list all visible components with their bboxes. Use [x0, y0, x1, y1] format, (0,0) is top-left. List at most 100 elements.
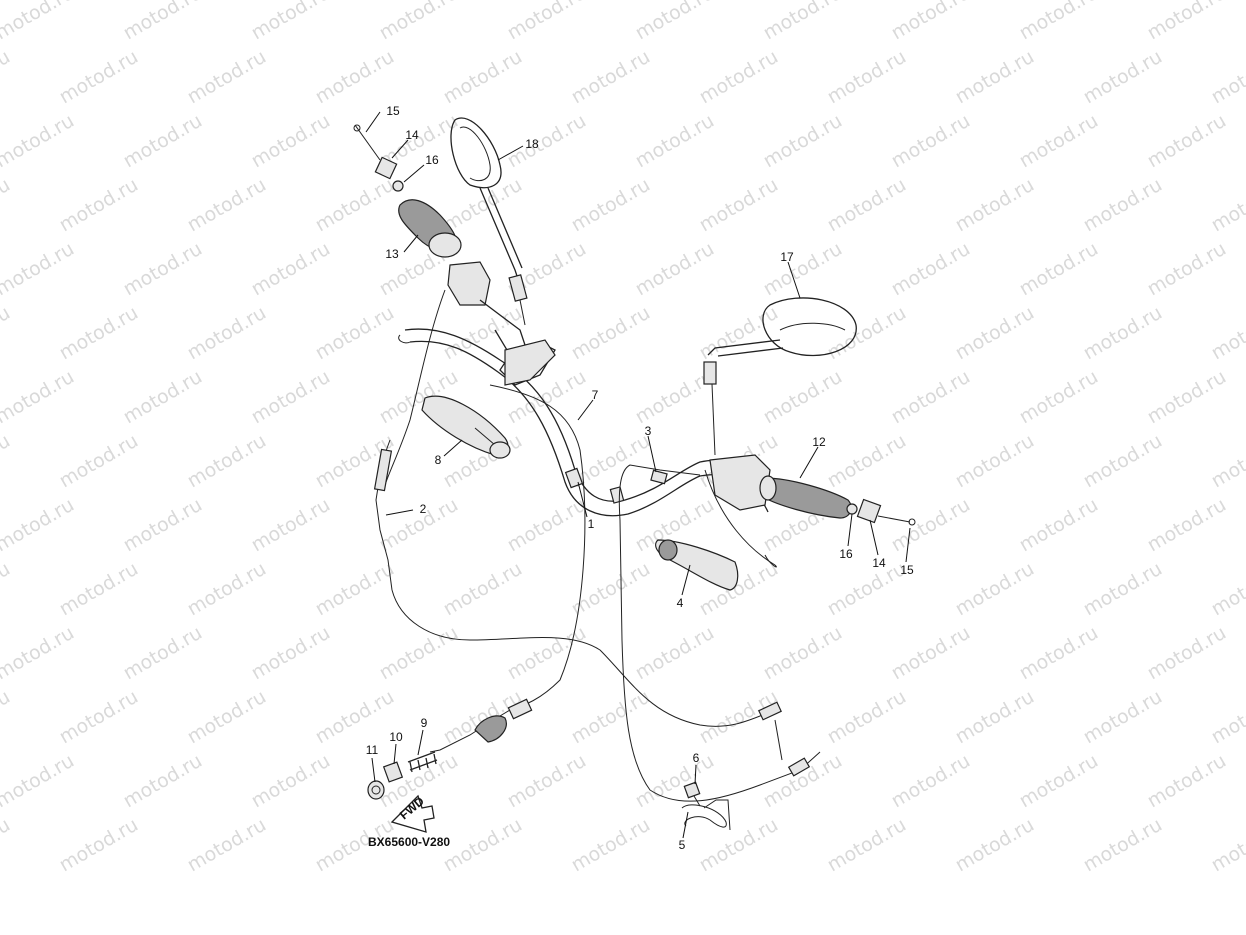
watermark-text: motod.ru: [120, 366, 206, 429]
drawing-code: BX65600-V280: [368, 835, 450, 849]
watermark-text: motod.ru: [440, 174, 526, 237]
watermark-text: motod.ru: [1016, 238, 1102, 301]
callout-11: 11: [366, 743, 379, 757]
brake-lever: [655, 539, 739, 591]
watermark-text: motod.ru: [312, 302, 398, 365]
watermark-text: motod.ru: [56, 430, 142, 493]
watermark-text: motod.ru: [888, 622, 974, 685]
watermark-text: motod.ru: [312, 46, 398, 109]
watermark-text: motod.ru: [0, 750, 78, 813]
watermark-text: motod.ru: [184, 430, 270, 493]
watermark-text: motod.ru: [1208, 686, 1246, 749]
watermark-text: motod.ru: [184, 302, 270, 365]
watermark-text: motod.ru: [120, 0, 206, 44]
watermark-text: motod.ru: [376, 622, 462, 685]
watermark-text: motod.ru: [312, 174, 398, 237]
watermark-text: motod.ru: [1144, 750, 1230, 813]
watermark-text: motod.ru: [120, 494, 206, 557]
watermark-text: motod.ru: [1208, 558, 1246, 621]
watermark-text: motod.ru: [56, 686, 142, 749]
watermark-text: motod.ru: [824, 686, 910, 749]
watermark-text: motod.ru: [952, 46, 1038, 109]
watermark-text: motod.ru: [184, 174, 270, 237]
watermark-text: motod.ru: [888, 0, 974, 44]
watermark-text: motod.ru: [0, 430, 14, 493]
watermark-text: motod.ru: [696, 46, 782, 109]
watermark-text: motod.ru: [504, 750, 590, 813]
callout-10: 10: [389, 730, 403, 744]
watermark-text: motod.ru: [568, 174, 654, 237]
watermark-text: motod.ru: [1016, 622, 1102, 685]
watermark-text: motod.ru: [440, 558, 526, 621]
watermark-text: motod.ru: [248, 366, 334, 429]
watermark-text: motod.ru: [56, 302, 142, 365]
callout-16-left: 16: [425, 153, 439, 167]
watermark-text: motod.ru: [1080, 430, 1166, 493]
watermark-text: motod.ru: [0, 494, 78, 557]
watermark-text: motod.ru: [824, 174, 910, 237]
callout-15-left: 15: [386, 104, 400, 118]
watermark-text: motod.ru: [1208, 174, 1246, 237]
watermark-text: motod.ru: [1208, 302, 1246, 365]
watermark-text: motod.ru: [440, 46, 526, 109]
watermark-text: motod.ru: [824, 430, 910, 493]
handlebar: [398, 328, 777, 568]
watermark-text: motod.ru: [184, 686, 270, 749]
watermark-text: motod.ru: [56, 46, 142, 109]
callout-labels: 1 2 3 4 5 6 7 8 9 10 11 12 13 14 15 16 1…: [366, 104, 914, 852]
watermark-text: motod.ru: [1080, 814, 1166, 877]
watermark-text: motod.ru: [888, 750, 974, 813]
leader-lines: [365, 111, 911, 839]
watermark-text: motod.ru: [824, 814, 910, 877]
watermark-text: motod.ru: [248, 238, 334, 301]
watermark-text: motod.ru: [1016, 366, 1102, 429]
callout-1: 1: [588, 517, 595, 531]
watermark-text: motod.ru: [1208, 814, 1246, 877]
callout-14-right: 14: [872, 556, 886, 570]
watermark-text: motod.ru: [184, 46, 270, 109]
callout-9: 9: [421, 716, 428, 730]
watermark-text: motod.ru: [632, 238, 718, 301]
watermark-text: motod.ru: [376, 0, 462, 44]
watermark-text: motod.ru: [0, 814, 14, 877]
callout-18: 18: [525, 137, 539, 151]
watermark-text: motod.ru: [1080, 558, 1166, 621]
watermark-text: motod.ru: [760, 110, 846, 173]
watermark-text: motod.ru: [1080, 46, 1166, 109]
watermark-text: motod.ru: [952, 430, 1038, 493]
watermark-text: motod.ru: [1080, 686, 1166, 749]
watermark-text: motod.ru: [1016, 750, 1102, 813]
right-mirror: [703, 297, 857, 456]
watermark-text: motod.ru: [120, 110, 206, 173]
watermark-text: motod.ru: [0, 686, 14, 749]
watermark-text: motod.ru: [632, 622, 718, 685]
watermark-text: motod.ru: [824, 46, 910, 109]
watermark-text: motod.ru: [568, 302, 654, 365]
watermark-text: motod.ru: [440, 814, 526, 877]
watermark-text: motod.ru: [824, 302, 910, 365]
watermark-text: motod.ru: [1080, 302, 1166, 365]
bracket-parts: [681, 781, 731, 831]
callout-17: 17: [780, 250, 794, 264]
watermark-text: motod.ru: [504, 622, 590, 685]
watermark-text: motod.ru: [184, 558, 270, 621]
watermark-text: motod.ru: [760, 366, 846, 429]
callout-14-left: 14: [405, 128, 419, 142]
callout-6: 6: [693, 751, 700, 765]
watermark-text: motod.ru: [1208, 46, 1246, 109]
watermark-text: motod.ru: [120, 750, 206, 813]
callout-3: 3: [645, 424, 652, 438]
callout-8: 8: [435, 453, 442, 467]
watermark-text: motod.ru: [760, 622, 846, 685]
watermark-text: motod.ru: [1144, 366, 1230, 429]
watermark-text: motod.ru: [504, 110, 590, 173]
clutch-lever: [421, 395, 511, 459]
watermark-text: motod.ru: [1144, 0, 1230, 44]
watermark-text: motod.ru: [568, 558, 654, 621]
callout-13: 13: [385, 247, 399, 261]
watermark-text: motod.ru: [0, 238, 78, 301]
watermark-text: motod.ru: [632, 0, 718, 44]
watermark-text: motod.ru: [120, 622, 206, 685]
callout-15-right: 15: [900, 563, 914, 577]
